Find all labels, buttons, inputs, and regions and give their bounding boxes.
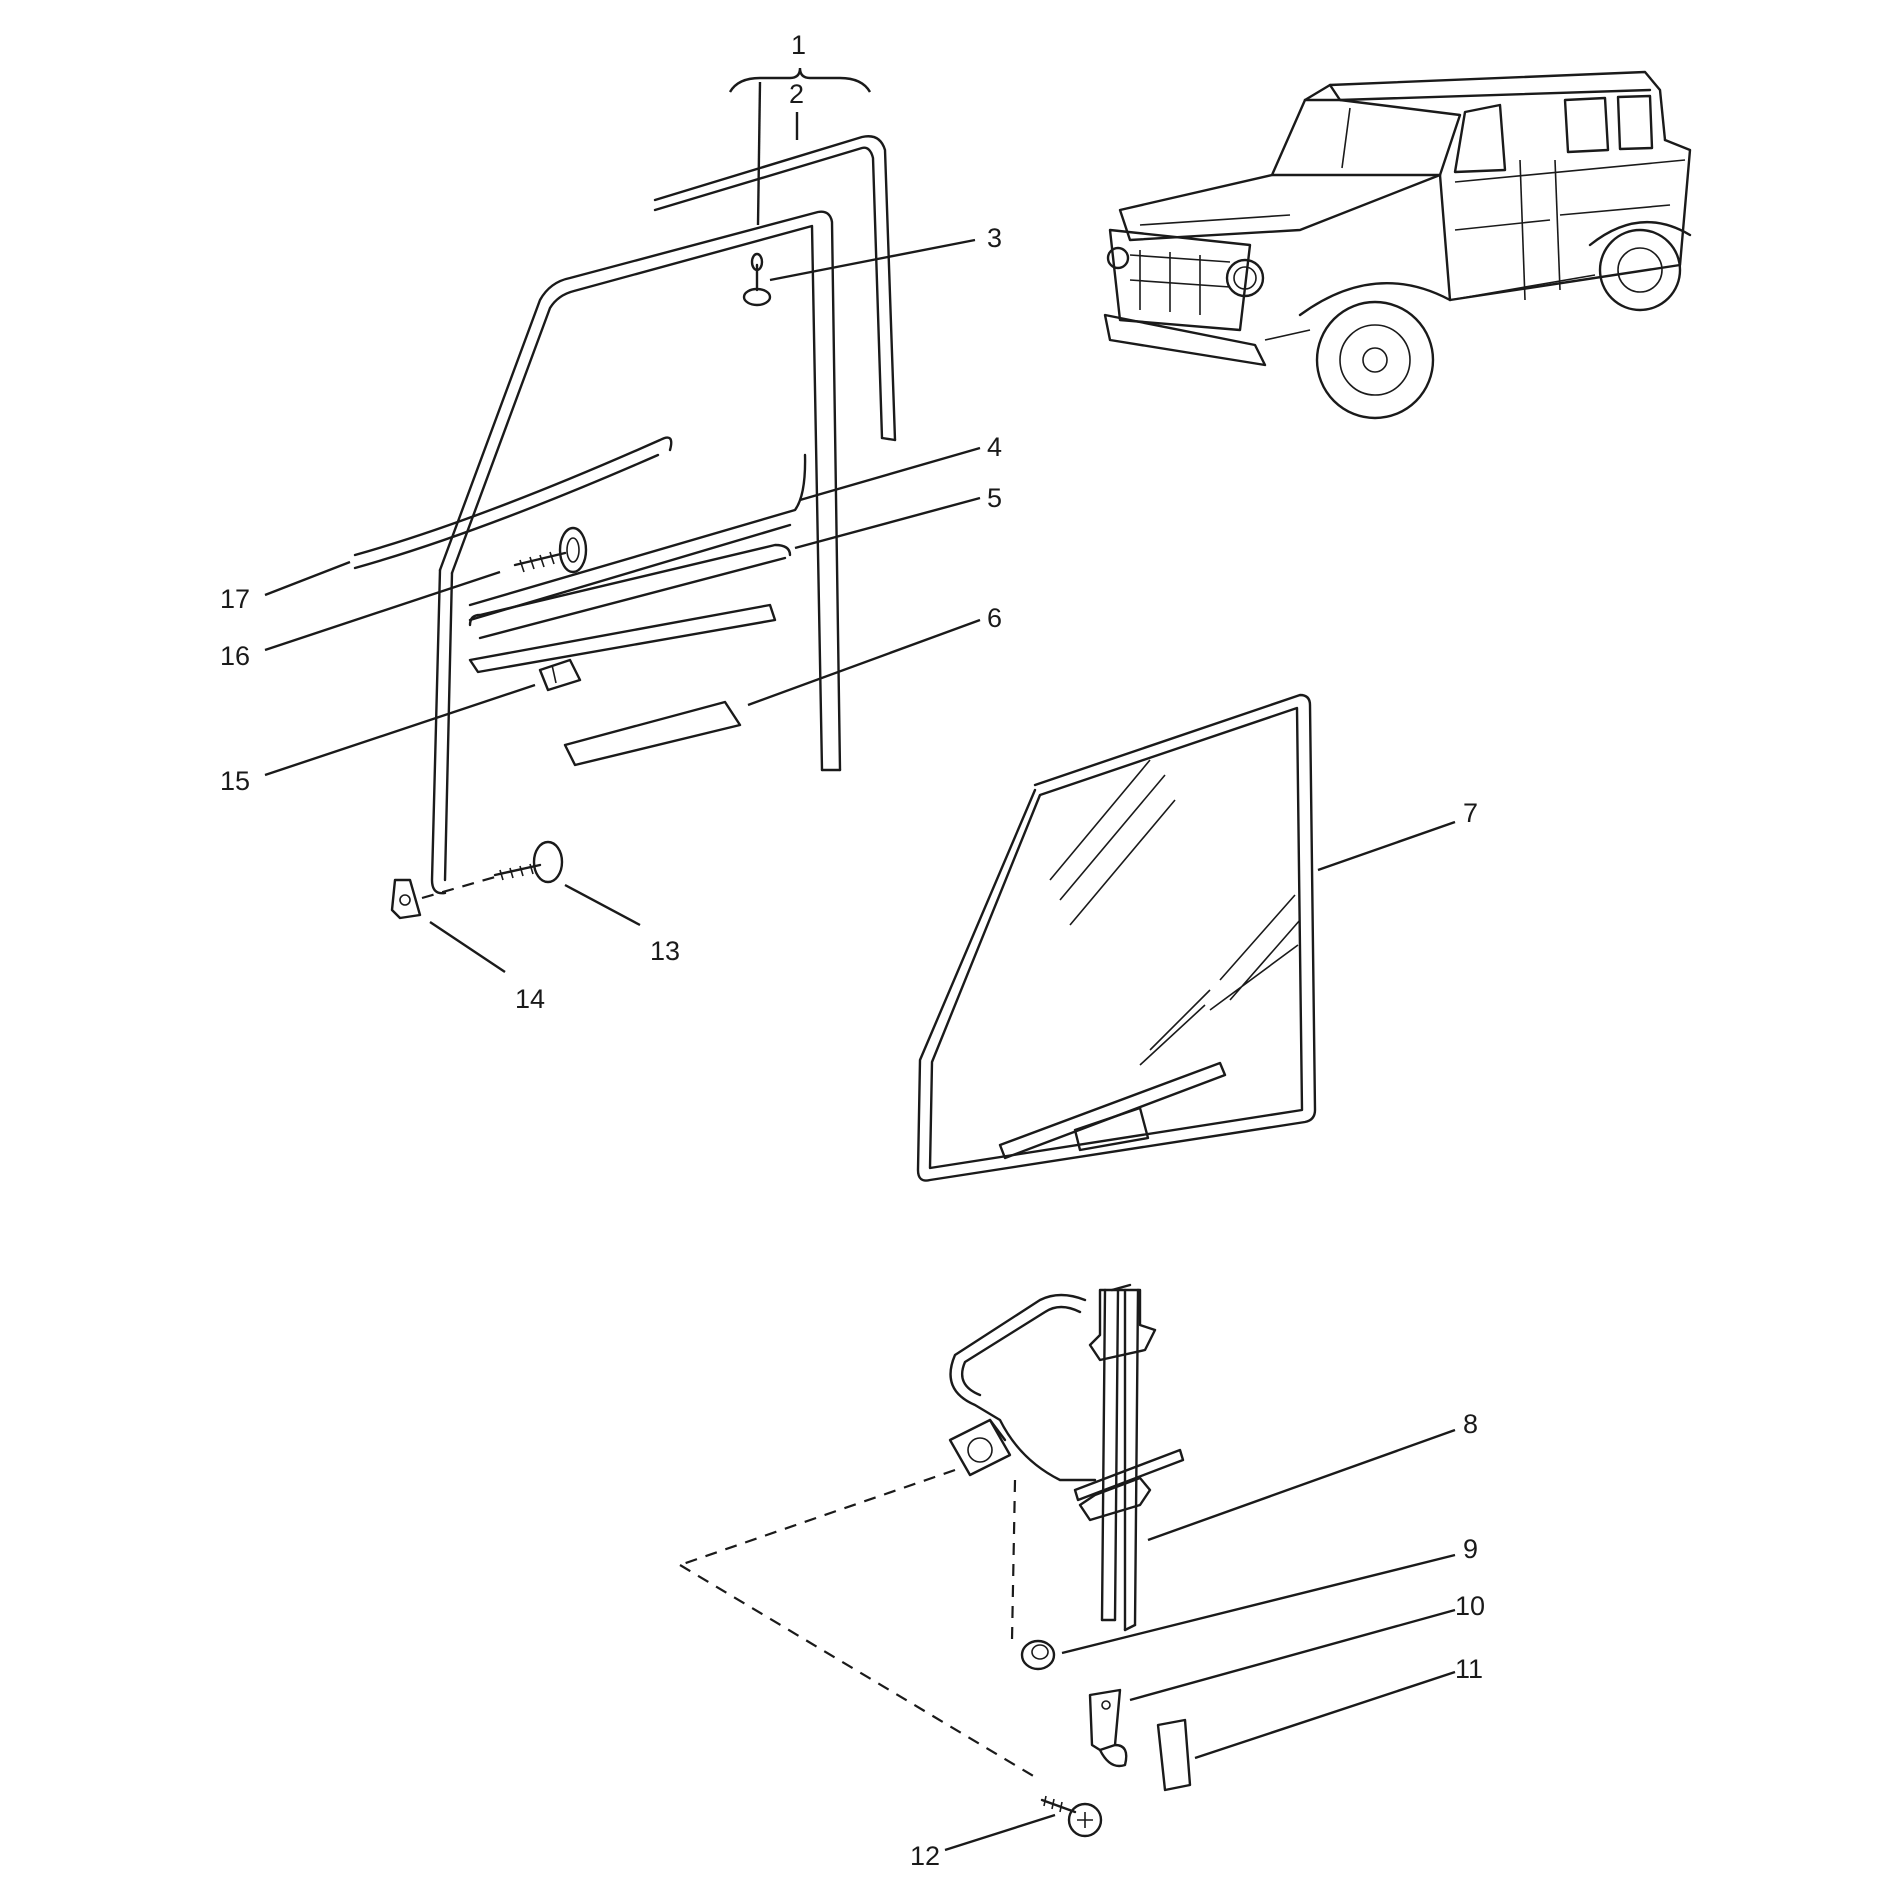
callout-5: 5	[987, 483, 1002, 513]
callout-10: 10	[1455, 1591, 1485, 1621]
callout-11: 11	[1455, 1654, 1483, 1684]
callout-8: 8	[1463, 1409, 1478, 1439]
callout-12: 12	[910, 1841, 940, 1871]
leader-lines	[264, 67, 1456, 1852]
callout-2: 2	[789, 79, 804, 109]
screw-13	[493, 840, 564, 884]
callout-14: 14	[515, 984, 545, 1014]
callout-3: 3	[987, 223, 1002, 253]
callout-17: 17	[220, 584, 250, 614]
callout-13: 13	[650, 936, 680, 966]
callout-1: 1	[791, 30, 806, 60]
window-frame-assembly	[353, 135, 897, 920]
door-glass	[916, 693, 1317, 1182]
screw-16	[513, 526, 588, 574]
clip-14	[390, 878, 422, 920]
callout-6: 6	[987, 603, 1002, 633]
callout-15: 15	[220, 766, 250, 796]
callout-16: 16	[220, 641, 250, 671]
callout-4: 4	[987, 432, 1002, 462]
callout-labels: 1 2 3 4 5 6 7 8 9 10 11 12 13 14 15 16 1…	[220, 30, 1485, 1871]
callout-9: 9	[1463, 1534, 1478, 1564]
vehicle-illustration	[1103, 70, 1692, 420]
push-clip-3	[742, 252, 772, 307]
callout-7: 7	[1463, 798, 1478, 828]
window-regulator	[679, 1283, 1192, 1838]
